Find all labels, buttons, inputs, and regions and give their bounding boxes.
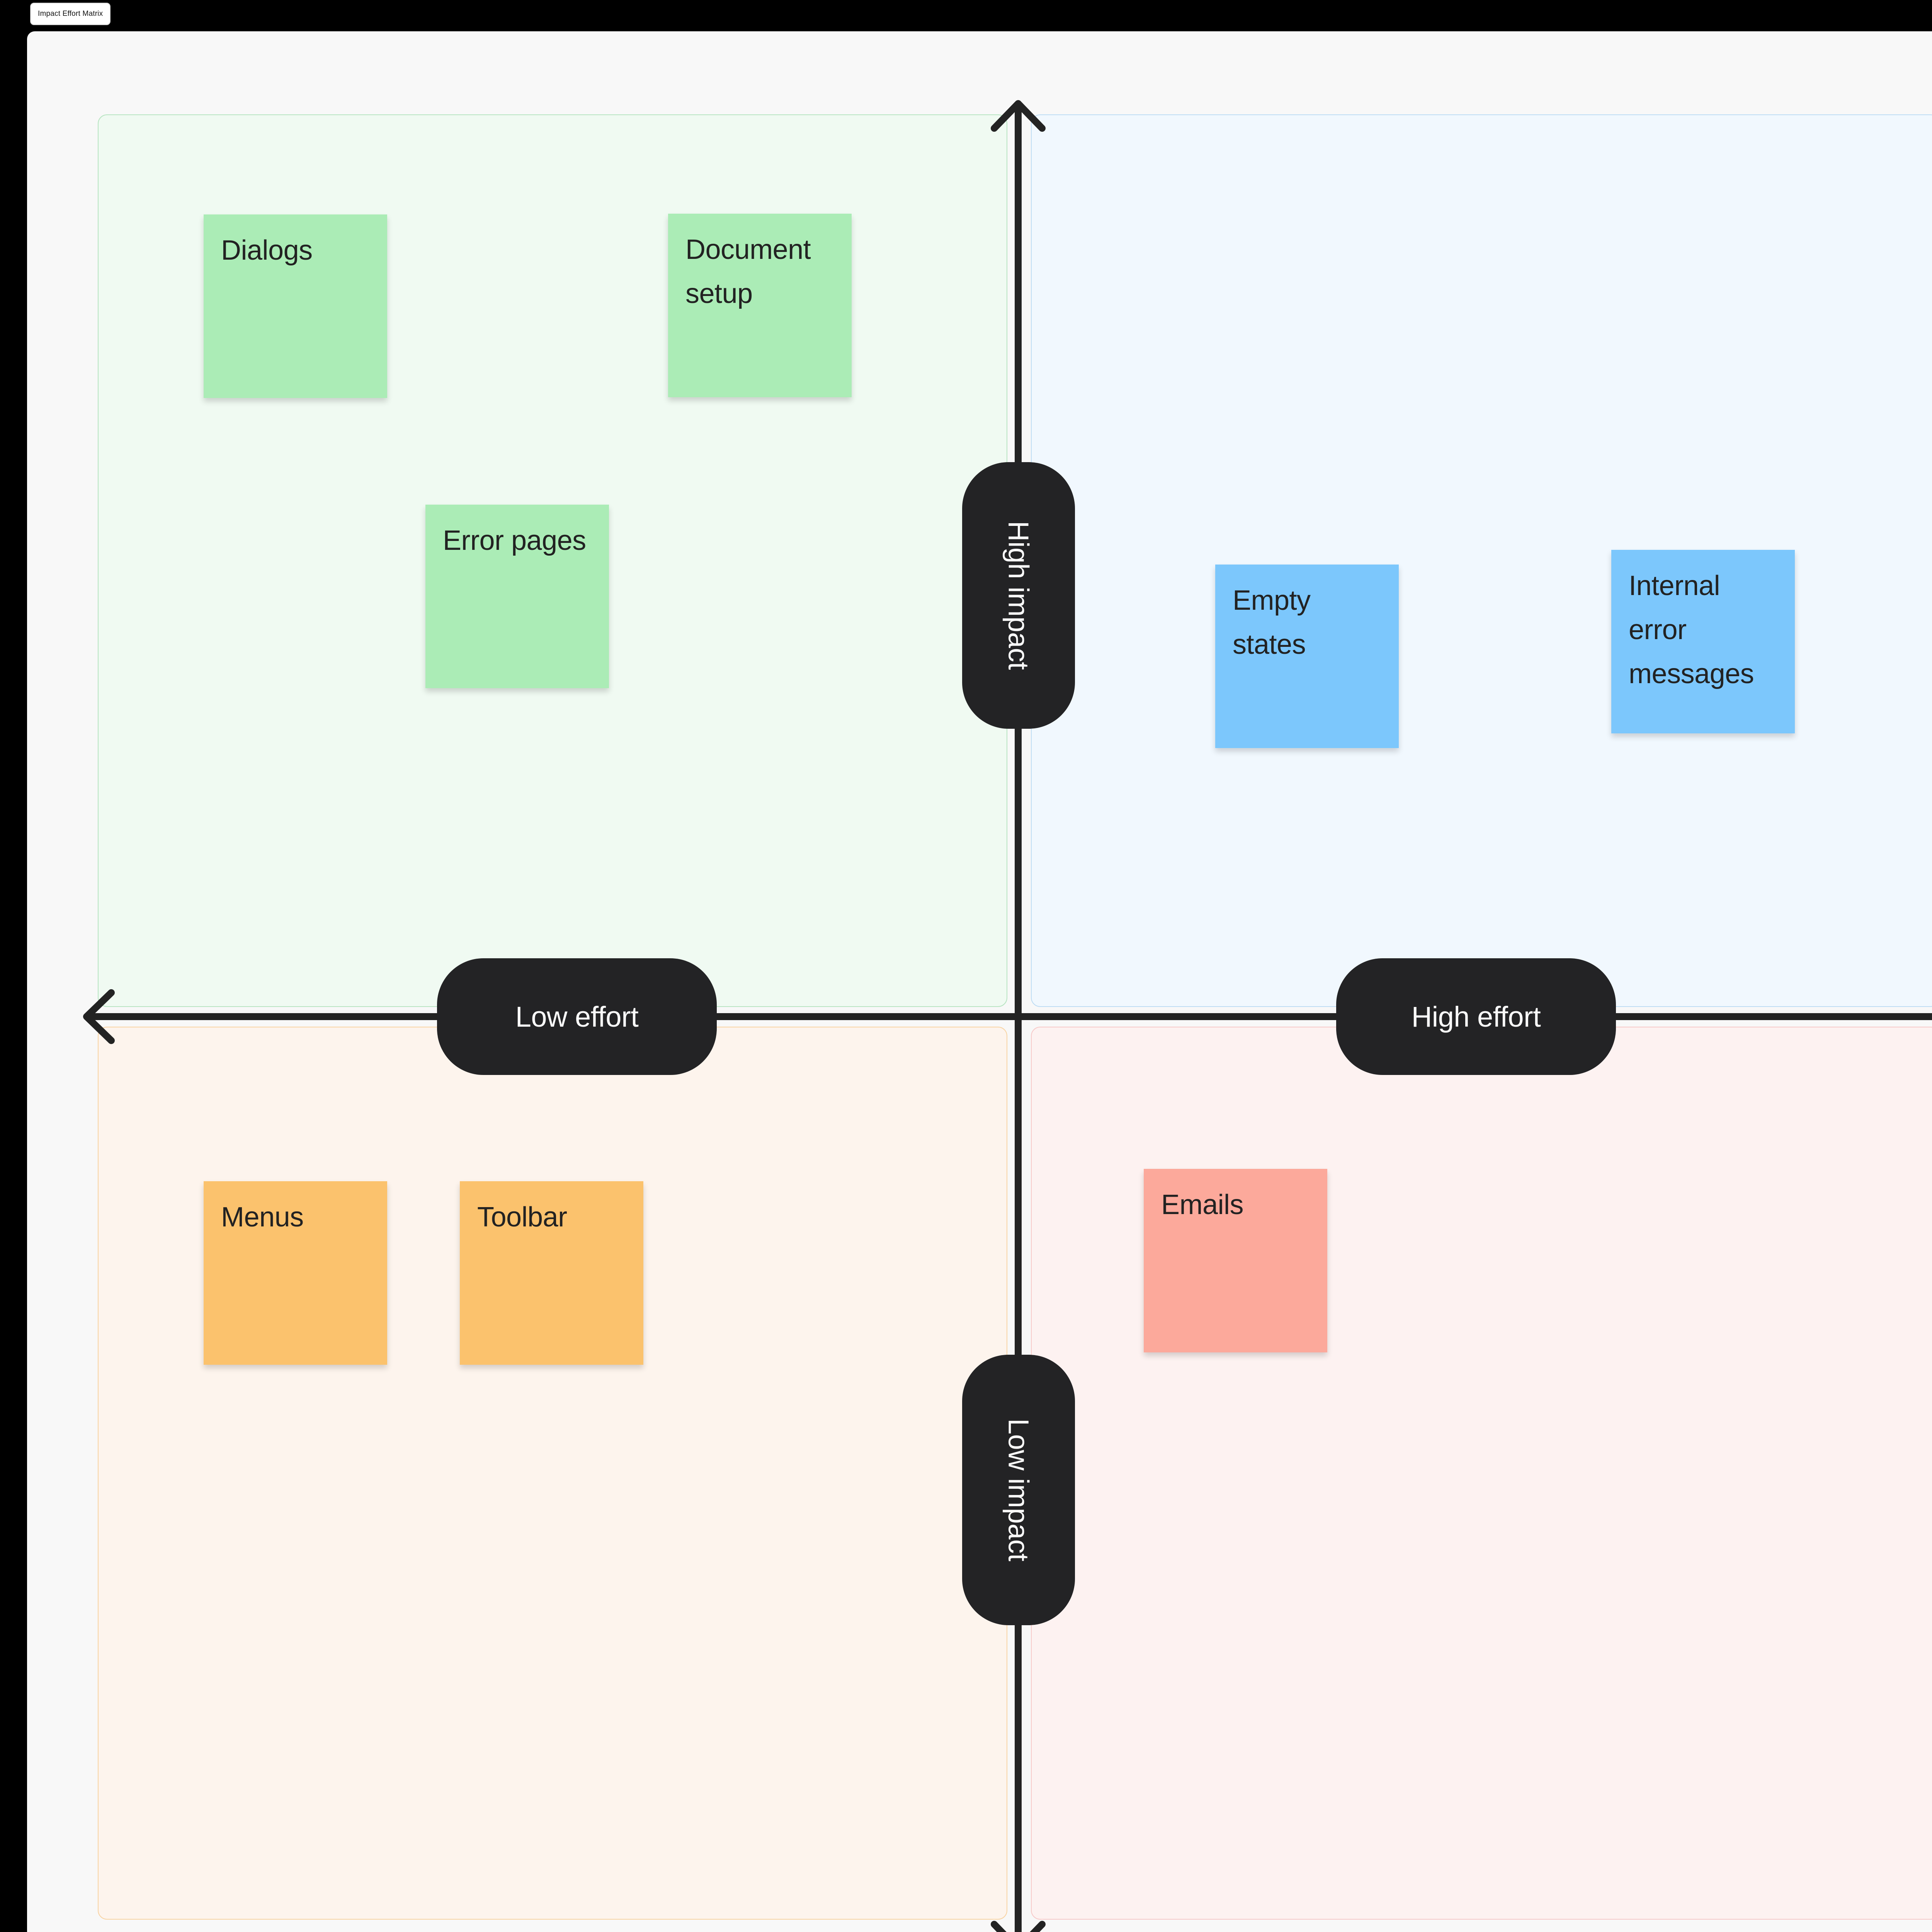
axis-label-low-impact[interactable]: Low impact: [962, 1355, 1075, 1625]
axis-label-text: High impact: [1002, 521, 1035, 670]
board-title-chip[interactable]: Impact Effort Matrix: [30, 3, 111, 25]
axis-label-text: Low impact: [1002, 1418, 1035, 1561]
sticky-note-menus[interactable]: Menus: [204, 1181, 387, 1365]
axis-label-high-impact[interactable]: High impact: [962, 462, 1075, 729]
sticky-note-text: Internal error messages: [1629, 570, 1754, 689]
sticky-note-text: Empty states: [1233, 585, 1311, 660]
sticky-note-document-setup[interactable]: Document setup: [668, 214, 852, 397]
sticky-note-text: Document setup: [685, 234, 811, 309]
sticky-note-text: Toolbar: [477, 1202, 567, 1233]
quadrant-low-impact-high-effort: [1031, 1027, 1932, 1920]
axis-label-low-effort[interactable]: Low effort: [437, 958, 717, 1075]
sticky-note-text: Menus: [221, 1202, 304, 1233]
axis-label-text: High effort: [1411, 1000, 1541, 1033]
sticky-note-emails[interactable]: Emails: [1144, 1169, 1327, 1352]
axis-label-text: Low effort: [515, 1000, 639, 1033]
axis-label-high-effort[interactable]: High effort: [1336, 958, 1616, 1075]
sticky-note-toolbar[interactable]: Toolbar: [460, 1181, 643, 1365]
sticky-note-empty-states[interactable]: Empty states: [1215, 565, 1399, 748]
board-title: Impact Effort Matrix: [38, 10, 103, 18]
quadrant-high-impact-high-effort: [1031, 114, 1932, 1007]
sticky-note-error-pages[interactable]: Error pages: [425, 505, 609, 688]
sticky-note-text: Dialogs: [221, 235, 313, 266]
sticky-note-dialogs[interactable]: Dialogs: [204, 214, 387, 398]
sticky-note-internal-error-messages[interactable]: Internal error messages: [1611, 550, 1795, 733]
quadrant-low-impact-low-effort: [98, 1027, 1007, 1920]
sticky-note-text: Error pages: [443, 525, 586, 556]
sticky-note-text: Emails: [1161, 1189, 1244, 1220]
